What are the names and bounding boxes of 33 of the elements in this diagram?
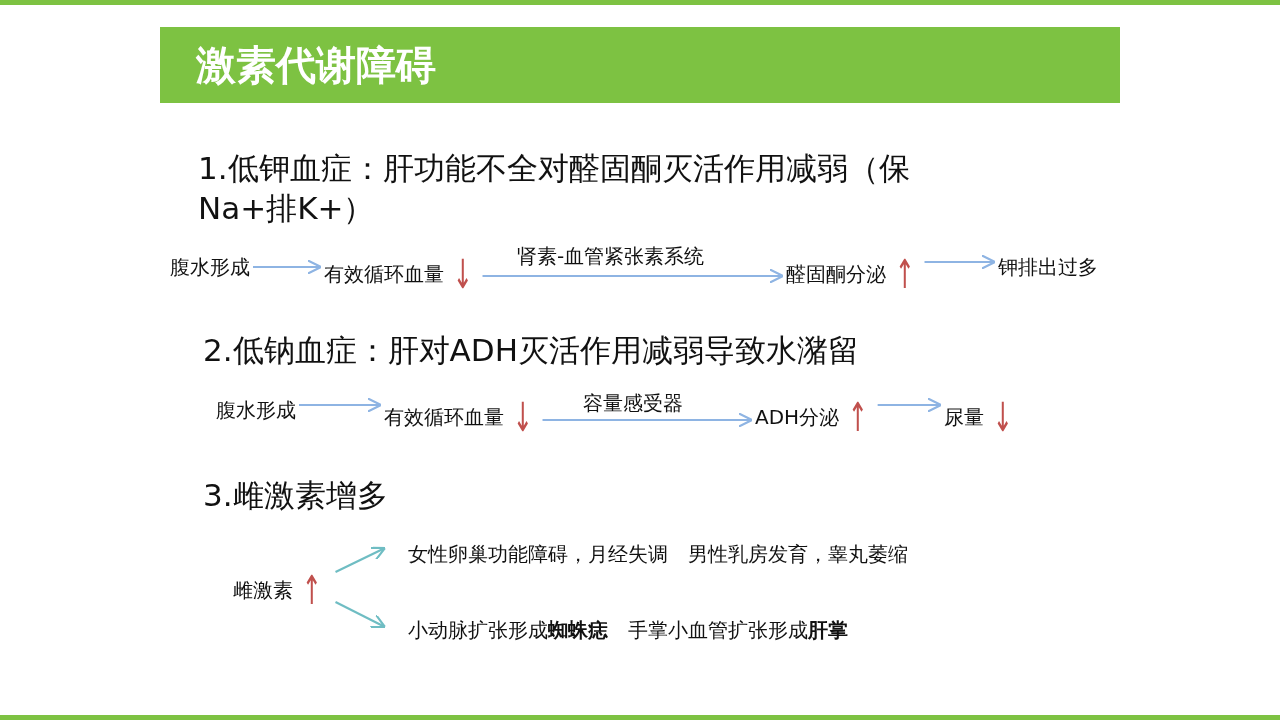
step-text: 腹水形成 [216, 397, 296, 423]
direction-arrow: ↓ [992, 397, 1013, 437]
arrow [924, 254, 997, 270]
title-banner: 激素代谢障碍 [160, 27, 1120, 103]
arrow [482, 268, 785, 284]
arrow [542, 412, 754, 428]
step-text: 有效循环血量 [324, 261, 444, 287]
direction-arrow: ↑ [301, 570, 322, 610]
step-text: 手掌小血管扩张形成肝掌 [628, 617, 848, 643]
arrow [253, 259, 323, 275]
arrow [335, 601, 387, 629]
edge-label: 肾素-血管紧张素系统 [515, 244, 707, 268]
edge-label: 容量感受器 [581, 391, 685, 415]
direction-arrow: ↑ [894, 254, 915, 294]
step-text: 小动脉扩张形成蜘蛛痣 [408, 617, 608, 643]
direction-arrow: ↑ [847, 397, 868, 437]
direction-arrow: ↓ [452, 254, 473, 294]
section-heading: 3.雌激素增多 [203, 476, 389, 515]
step-text: 女性卵巢功能障碍，月经失调 [408, 541, 668, 567]
step-text: 雌激素 [233, 577, 293, 603]
section-heading: 2.低钠血症：肝对ADH灭活作用减弱导致水潴留 [203, 331, 860, 370]
arrow [335, 546, 387, 573]
direction-arrow: ↓ [512, 397, 533, 437]
step-text: 醛固酮分泌 [786, 261, 886, 287]
step-text: 钾排出过多 [998, 254, 1098, 280]
arrow [299, 397, 383, 413]
step-text: 尿量 [944, 404, 984, 430]
section-heading: 1.低钾血症：肝功能不全对醛固酮灭活作用减弱（保Na+排K+） [198, 149, 911, 228]
step-text: ADH分泌 [755, 404, 840, 430]
step-text: 腹水形成 [170, 254, 250, 280]
step-text: 男性乳房发育，睾丸萎缩 [688, 541, 908, 567]
arrow [877, 397, 943, 413]
step-text: 有效循环血量 [384, 404, 504, 430]
